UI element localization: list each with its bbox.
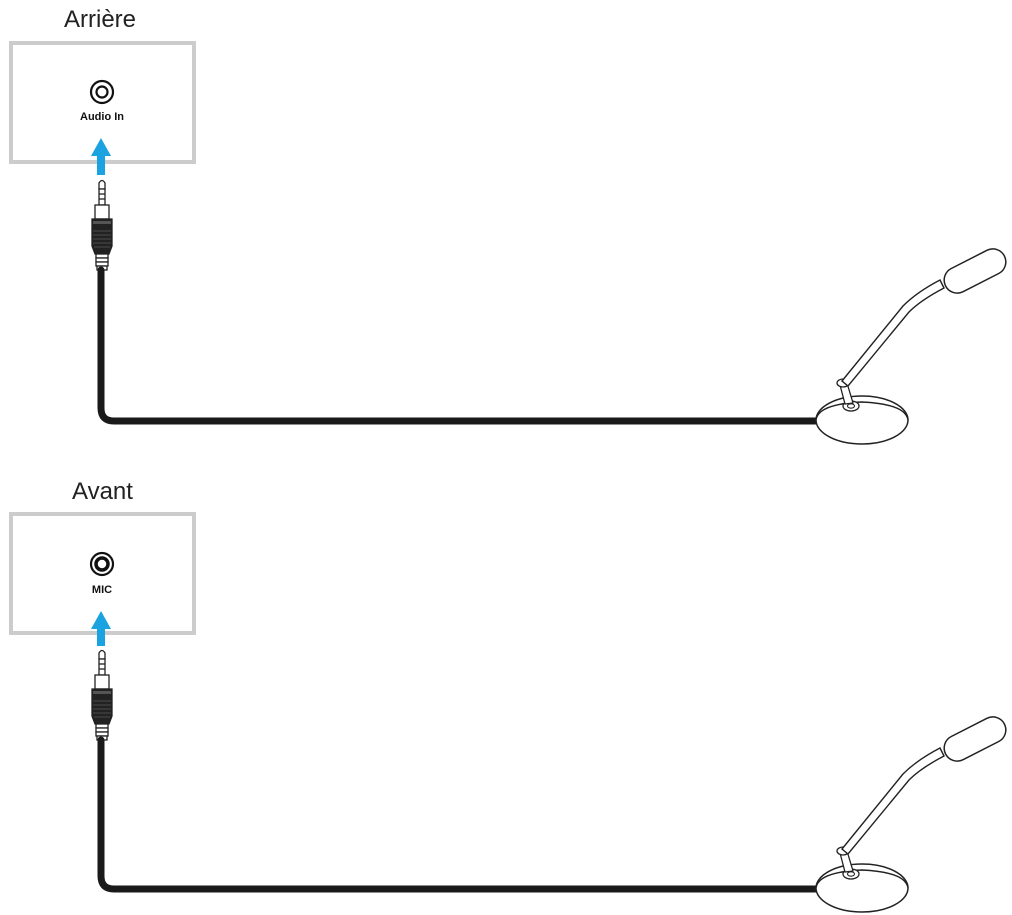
insert-arrow-icon: [91, 611, 111, 646]
microphone-icon: [815, 711, 1012, 913]
audio-cable: [97, 266, 824, 425]
rear-section-title: Arrière: [64, 6, 137, 33]
3.5mm-plug-icon: [91, 179, 113, 271]
audio-jack-icon: [89, 79, 115, 105]
mic-port-label: MIC: [91, 584, 113, 596]
mic-cable: [97, 736, 824, 893]
insert-arrow-icon: [91, 138, 111, 175]
front-section-title: Avant: [72, 478, 133, 505]
microphone-icon: [815, 243, 1012, 445]
audio-in-port-label: Audio In: [80, 111, 124, 123]
audio-jack-icon: [89, 551, 115, 577]
3.5mm-plug-icon: [91, 649, 113, 741]
